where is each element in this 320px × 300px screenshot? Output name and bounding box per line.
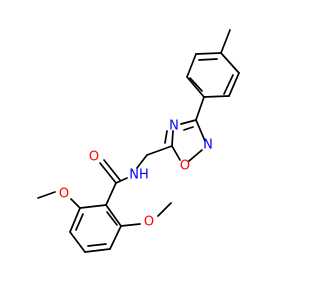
bond [195,52,222,55]
bond [79,204,107,209]
ring-oxygen-label: O [180,159,190,174]
molecule-structure: O NH N N O O O [37,29,240,253]
amide-nitrogen-label: NH [129,168,149,183]
bond [180,119,197,125]
bond [146,145,173,156]
bond [183,126,194,131]
bond [171,130,174,147]
atom-labels: O NH N N O O O [59,119,213,230]
bond [220,29,231,54]
ring-nitrogen-4-label: N [169,119,179,134]
bond [105,204,122,227]
bond [84,248,111,253]
bond [189,77,203,92]
bond [109,225,122,250]
bond [87,243,107,247]
methoxy-oxygen-right-label: O [144,215,154,230]
bond [157,202,172,217]
carbonyl-oxygen-label: O [89,150,99,165]
bond [223,74,234,95]
bond [120,223,141,227]
bond [186,53,197,78]
bond [136,154,148,169]
bond [69,207,81,233]
bond [75,213,84,231]
bond [164,130,168,144]
bond [99,162,117,184]
bond [198,58,218,61]
bond [195,96,205,121]
bond [186,76,205,98]
bond [203,95,230,98]
bond [106,211,118,226]
bond [37,191,56,199]
bond [103,159,121,181]
bond [195,119,206,142]
ring-nitrogen-2-label: N [203,138,213,153]
bond-lines [37,29,240,253]
bond [105,182,117,206]
bond [70,198,81,209]
bond [228,72,240,97]
bond [115,177,128,184]
methoxy-oxygen-left-label: O [59,187,69,202]
bond [69,231,86,253]
bond [171,145,181,161]
bond [220,52,240,74]
structure-drawing: O NH N N O O O [37,29,240,253]
bond [188,149,203,162]
